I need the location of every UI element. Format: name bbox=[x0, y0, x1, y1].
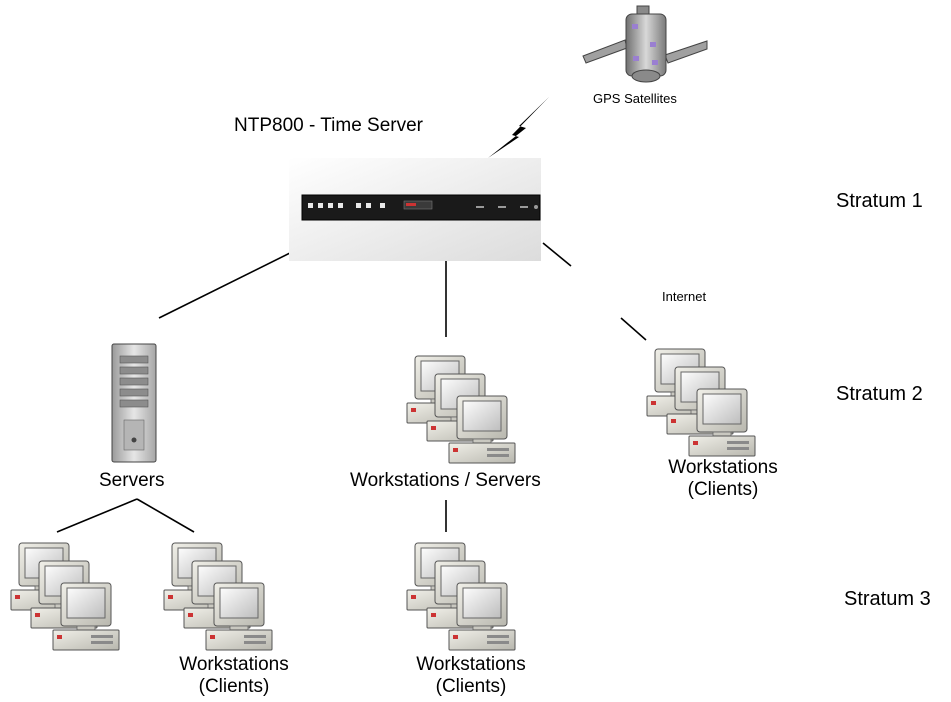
stratum-2-label: Stratum 2 bbox=[836, 383, 923, 405]
clients-label-stratum2-right: Workstations (Clients) bbox=[653, 457, 793, 501]
clients-label-line1: Workstations bbox=[416, 654, 526, 675]
line-server-to-internet bbox=[542, 242, 572, 267]
workstations-servers-label: Workstations / Servers bbox=[350, 470, 541, 491]
server-tower-icon bbox=[111, 343, 157, 463]
clients-label-line1: Workstations bbox=[179, 654, 289, 675]
time-server-title: NTP800 - Time Server bbox=[234, 115, 423, 136]
clients-label-line1: Workstations bbox=[668, 457, 778, 478]
servers-label: Servers bbox=[99, 470, 165, 491]
workstation-cluster-stratum3-left bbox=[11, 543, 119, 650]
gps-satellites-label: GPS Satellites bbox=[593, 91, 677, 106]
lightning-bolt-icon bbox=[488, 97, 549, 158]
clients-label-stratum3-right: Workstations (Clients) bbox=[401, 654, 541, 698]
stratum-3-label: Stratum 3 bbox=[844, 588, 931, 610]
line-server-to-servers bbox=[158, 250, 295, 319]
line-servers-to-left-clients bbox=[56, 498, 138, 533]
workstation-cluster-stratum2-right bbox=[647, 349, 755, 456]
internet-label: Internet bbox=[662, 289, 707, 304]
line-servers-to-mid-clients bbox=[136, 498, 195, 533]
clients-label-line2: (Clients) bbox=[435, 675, 507, 697]
clients-label-stratum3-mid: Workstations (Clients) bbox=[164, 654, 304, 698]
ntp800-time-server-unit bbox=[289, 158, 541, 261]
workstation-cluster-stratum3-right bbox=[407, 543, 515, 650]
clients-label-line2: (Clients) bbox=[198, 675, 270, 697]
connection-lines bbox=[56, 242, 647, 533]
line-internet-to-clients bbox=[620, 317, 647, 341]
workstation-cluster-stratum2-mid bbox=[407, 356, 515, 463]
clients-label-line2: (Clients) bbox=[687, 478, 759, 500]
stratum-1-label: Stratum 1 bbox=[836, 190, 923, 212]
gps-satellite-icon bbox=[582, 5, 708, 83]
workstation-cluster-stratum3-mid bbox=[164, 543, 272, 650]
